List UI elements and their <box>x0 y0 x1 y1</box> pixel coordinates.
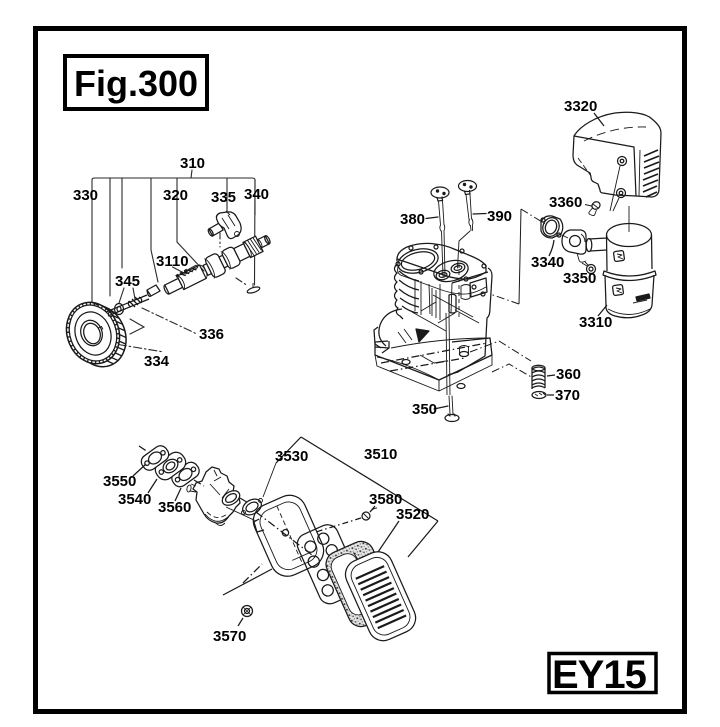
svg-text:390: 390 <box>487 208 512 225</box>
svg-text:310: 310 <box>180 155 205 172</box>
svg-text:3110: 3110 <box>156 253 189 270</box>
svg-text:370: 370 <box>555 387 580 404</box>
svg-text:335: 335 <box>211 189 236 206</box>
svg-text:3510: 3510 <box>364 446 397 463</box>
svg-text:380: 380 <box>400 211 425 228</box>
svg-text:320: 320 <box>163 187 188 204</box>
svg-text:3560: 3560 <box>158 499 191 516</box>
svg-text:3350: 3350 <box>563 270 596 287</box>
svg-text:3310: 3310 <box>579 314 612 331</box>
svg-text:EY15: EY15 <box>552 653 647 697</box>
svg-text:336: 336 <box>199 326 224 343</box>
svg-text:330: 330 <box>73 187 98 204</box>
svg-text:340: 340 <box>244 186 269 203</box>
svg-text:Fig.300: Fig.300 <box>74 63 198 104</box>
svg-text:360: 360 <box>556 366 581 383</box>
svg-text:3580: 3580 <box>369 491 402 508</box>
svg-text:3570: 3570 <box>213 628 246 645</box>
svg-text:3530: 3530 <box>275 448 308 465</box>
svg-text:345: 345 <box>115 273 140 290</box>
svg-text:3540: 3540 <box>118 491 151 508</box>
svg-text:3320: 3320 <box>564 98 597 115</box>
svg-text:334: 334 <box>144 353 170 370</box>
svg-text:350: 350 <box>412 401 437 418</box>
svg-text:3360: 3360 <box>549 194 582 211</box>
svg-text:3520: 3520 <box>396 506 429 523</box>
svg-text:3550: 3550 <box>103 473 136 490</box>
svg-text:3340: 3340 <box>531 254 564 271</box>
